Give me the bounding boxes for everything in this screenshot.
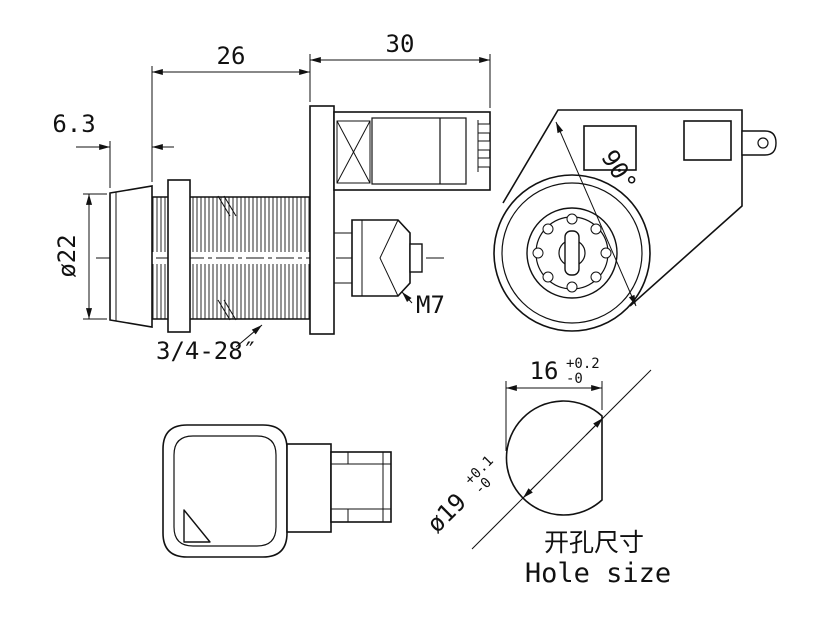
thread-break-mark bbox=[217, 195, 231, 217]
diameter-arrow bbox=[585, 417, 604, 436]
key-head-triangle bbox=[183, 509, 211, 543]
cross-line bbox=[336, 120, 371, 184]
dim-30-label: 30 bbox=[386, 30, 415, 58]
leader-line bbox=[401, 291, 413, 304]
dim-16-label: 16 bbox=[530, 357, 559, 385]
switch-housing bbox=[333, 111, 491, 191]
terminal-pin bbox=[477, 123, 491, 134]
body-plate bbox=[309, 105, 335, 335]
scallop bbox=[542, 271, 554, 283]
dim-dia19-group: ø19 +0.1 -0 bbox=[421, 453, 496, 538]
side-view: 26 30 6.3 ø22 3/4-28″ M7 bbox=[52, 30, 491, 365]
hole-outline bbox=[505, 400, 603, 516]
switch-window bbox=[683, 120, 732, 161]
dim-16-tol-lower: -0 bbox=[566, 371, 583, 387]
switch-inner-block bbox=[371, 117, 467, 185]
scallop bbox=[600, 247, 612, 259]
dim-63-label: 6.3 bbox=[52, 110, 95, 138]
key-shoulder bbox=[286, 443, 332, 533]
key-blade bbox=[330, 451, 392, 523]
hole-caption-cn: 开孔尺寸 bbox=[544, 528, 644, 557]
flange-ring bbox=[167, 179, 191, 333]
thread-break-mark bbox=[223, 299, 237, 321]
thread-break-mark bbox=[223, 195, 237, 217]
cam-screw bbox=[409, 243, 423, 273]
dim-26-label: 26 bbox=[217, 42, 246, 70]
scallop bbox=[590, 223, 602, 235]
thread-hatch bbox=[190, 264, 310, 319]
scallop bbox=[590, 271, 602, 283]
lock-cap bbox=[109, 185, 153, 328]
front-view: 90° bbox=[493, 109, 777, 332]
scallop bbox=[542, 223, 554, 235]
thread-spec-label: 3/4-28″ bbox=[156, 337, 257, 365]
key-view bbox=[162, 424, 392, 558]
scallop bbox=[566, 213, 578, 225]
terminal-hole bbox=[757, 137, 769, 149]
terminal-pin bbox=[477, 157, 491, 168]
cam-nut bbox=[351, 219, 411, 297]
thread-hatch bbox=[152, 197, 168, 252]
scallop bbox=[566, 281, 578, 293]
scallop bbox=[532, 247, 544, 259]
diameter-line bbox=[471, 369, 652, 550]
diameter-arrow bbox=[522, 480, 541, 499]
dim-dia19-label: ø19 bbox=[421, 488, 471, 538]
cam-nut-chamfer bbox=[379, 219, 399, 297]
housing-outline bbox=[502, 109, 743, 307]
switch-left-block bbox=[336, 120, 371, 184]
keyway-slot bbox=[564, 230, 580, 276]
rotation-dimension-line bbox=[555, 121, 637, 307]
hole-caption-en: Hole size bbox=[525, 558, 671, 589]
hole-size-view: 16 +0.2 -0 ø19 +0.1 -0 开孔尺寸 Hole size bbox=[421, 356, 671, 589]
terminal-pin bbox=[477, 140, 491, 151]
cam-screw-label: M7 bbox=[416, 291, 445, 319]
leader-line bbox=[235, 324, 263, 348]
thread-hatch bbox=[152, 264, 168, 319]
key-head-outer bbox=[162, 424, 288, 558]
thread-break-mark bbox=[217, 299, 231, 321]
key-head-inner bbox=[173, 435, 277, 547]
dim-dia22-label: ø22 bbox=[53, 234, 81, 277]
thread-hatch bbox=[190, 197, 310, 252]
dim-16-tol-upper: +0.2 bbox=[566, 356, 600, 372]
